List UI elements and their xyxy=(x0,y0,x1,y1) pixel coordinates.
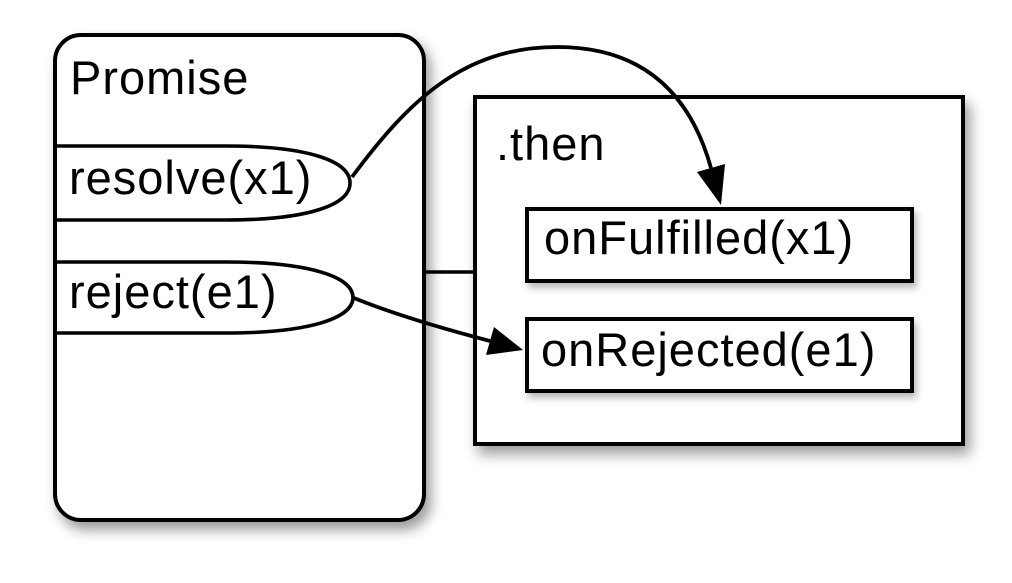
then-title: .then xyxy=(496,117,606,170)
onfulfilled-box xyxy=(525,207,914,283)
onrejected-box xyxy=(525,317,914,393)
onrejected-label: onRejected(e1) xyxy=(541,323,877,376)
resolve-method-label: resolve(x1) xyxy=(69,151,313,204)
reject-method-label: reject(e1) xyxy=(69,265,278,318)
promise-title: Promise xyxy=(70,51,250,104)
onfulfilled-label: onFulfilled(x1) xyxy=(544,211,855,264)
